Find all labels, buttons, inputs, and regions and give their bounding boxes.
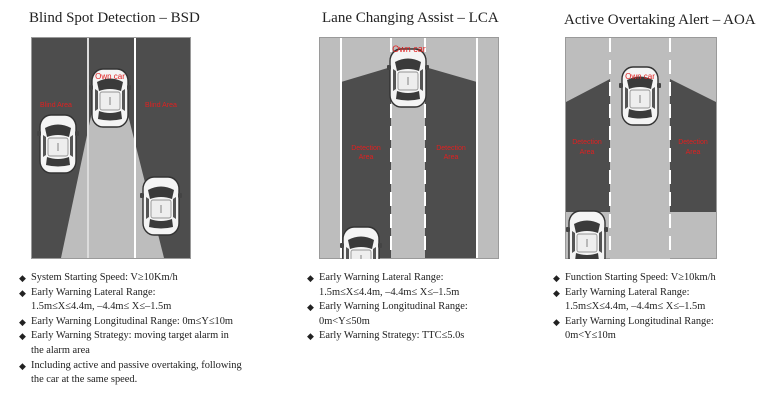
- car-left-icon: [36, 114, 80, 174]
- bsd-blind-left-label: Blind Area: [40, 102, 72, 109]
- lca-own-car-label: Own car: [392, 44, 426, 54]
- aoa-own-car-label: Own car: [625, 72, 655, 81]
- lca-det-right-label: Detection: [436, 145, 466, 152]
- bsd-title: Blind Spot Detection – BSD: [29, 10, 200, 26]
- lca-bullet: Early Warning Lateral Range:1.5m≤X≤4.4m,…: [307, 271, 547, 300]
- bsd-bullet: Early Warning Longitudinal Range: 0m≤Y≤1…: [19, 315, 284, 330]
- lca-bullet-list: Early Warning Lateral Range:1.5m≤X≤4.4m,…: [307, 271, 547, 344]
- lca-det-left-label: Detection: [351, 145, 381, 152]
- lca-det-right-area: Area: [444, 154, 459, 161]
- bsd-diagram: Own car Blind Area Blind Area: [31, 37, 191, 259]
- aoa-det-left-label: Detection: [572, 139, 602, 146]
- aoa-diagram: Own car Detection Area Detection Area: [565, 37, 717, 259]
- lca-title: Lane Changing Assist – LCA: [322, 10, 499, 26]
- aoa-det-left-area: Area: [580, 149, 595, 156]
- bsd-bullet: System Starting Speed: V≥10Km/h: [19, 271, 284, 286]
- bsd-bullet-list: System Starting Speed: V≥10Km/h Early Wa…: [19, 271, 284, 388]
- car-right-icon: [139, 176, 183, 236]
- lca-det-left-area: Area: [359, 154, 374, 161]
- aoa-det-right-area: Area: [686, 149, 701, 156]
- aoa-bullet: Function Starting Speed: V≥10km/h: [553, 271, 768, 286]
- aoa-title: Active Overtaking Alert – AOA: [564, 12, 756, 28]
- lca-bullet: Early Warning Strategy: TTC≤5.0s: [307, 329, 547, 344]
- own-car-icon: [386, 48, 430, 108]
- bsd-blind-right-label: Blind Area: [145, 102, 177, 109]
- aoa-bullet: Early Warning Longitudinal Range:0m<Y≤10…: [553, 315, 768, 344]
- bsd-bullet: Including active and passive overtaking,…: [19, 359, 284, 388]
- aoa-det-right-label: Detection: [678, 139, 708, 146]
- aoa-bullet: Early Warning Lateral Range:1.5m≤X≤4.4m,…: [553, 286, 768, 315]
- rear-car-icon: [565, 210, 609, 259]
- bsd-bullet: Early Warning Lateral Range:1.5m≤X≤4.4m,…: [19, 286, 284, 315]
- rear-car-icon: [339, 226, 383, 259]
- lca-bullet: Early Warning Longitudinal Range:0m<Y≤50…: [307, 300, 547, 329]
- lca-diagram: Own car Detection Area Detection Area: [319, 37, 499, 259]
- bsd-own-car-label: Own car: [95, 72, 125, 81]
- aoa-bullet-list: Function Starting Speed: V≥10km/h Early …: [553, 271, 768, 344]
- bsd-bullet: Early Warning Strategy: moving target al…: [19, 329, 284, 358]
